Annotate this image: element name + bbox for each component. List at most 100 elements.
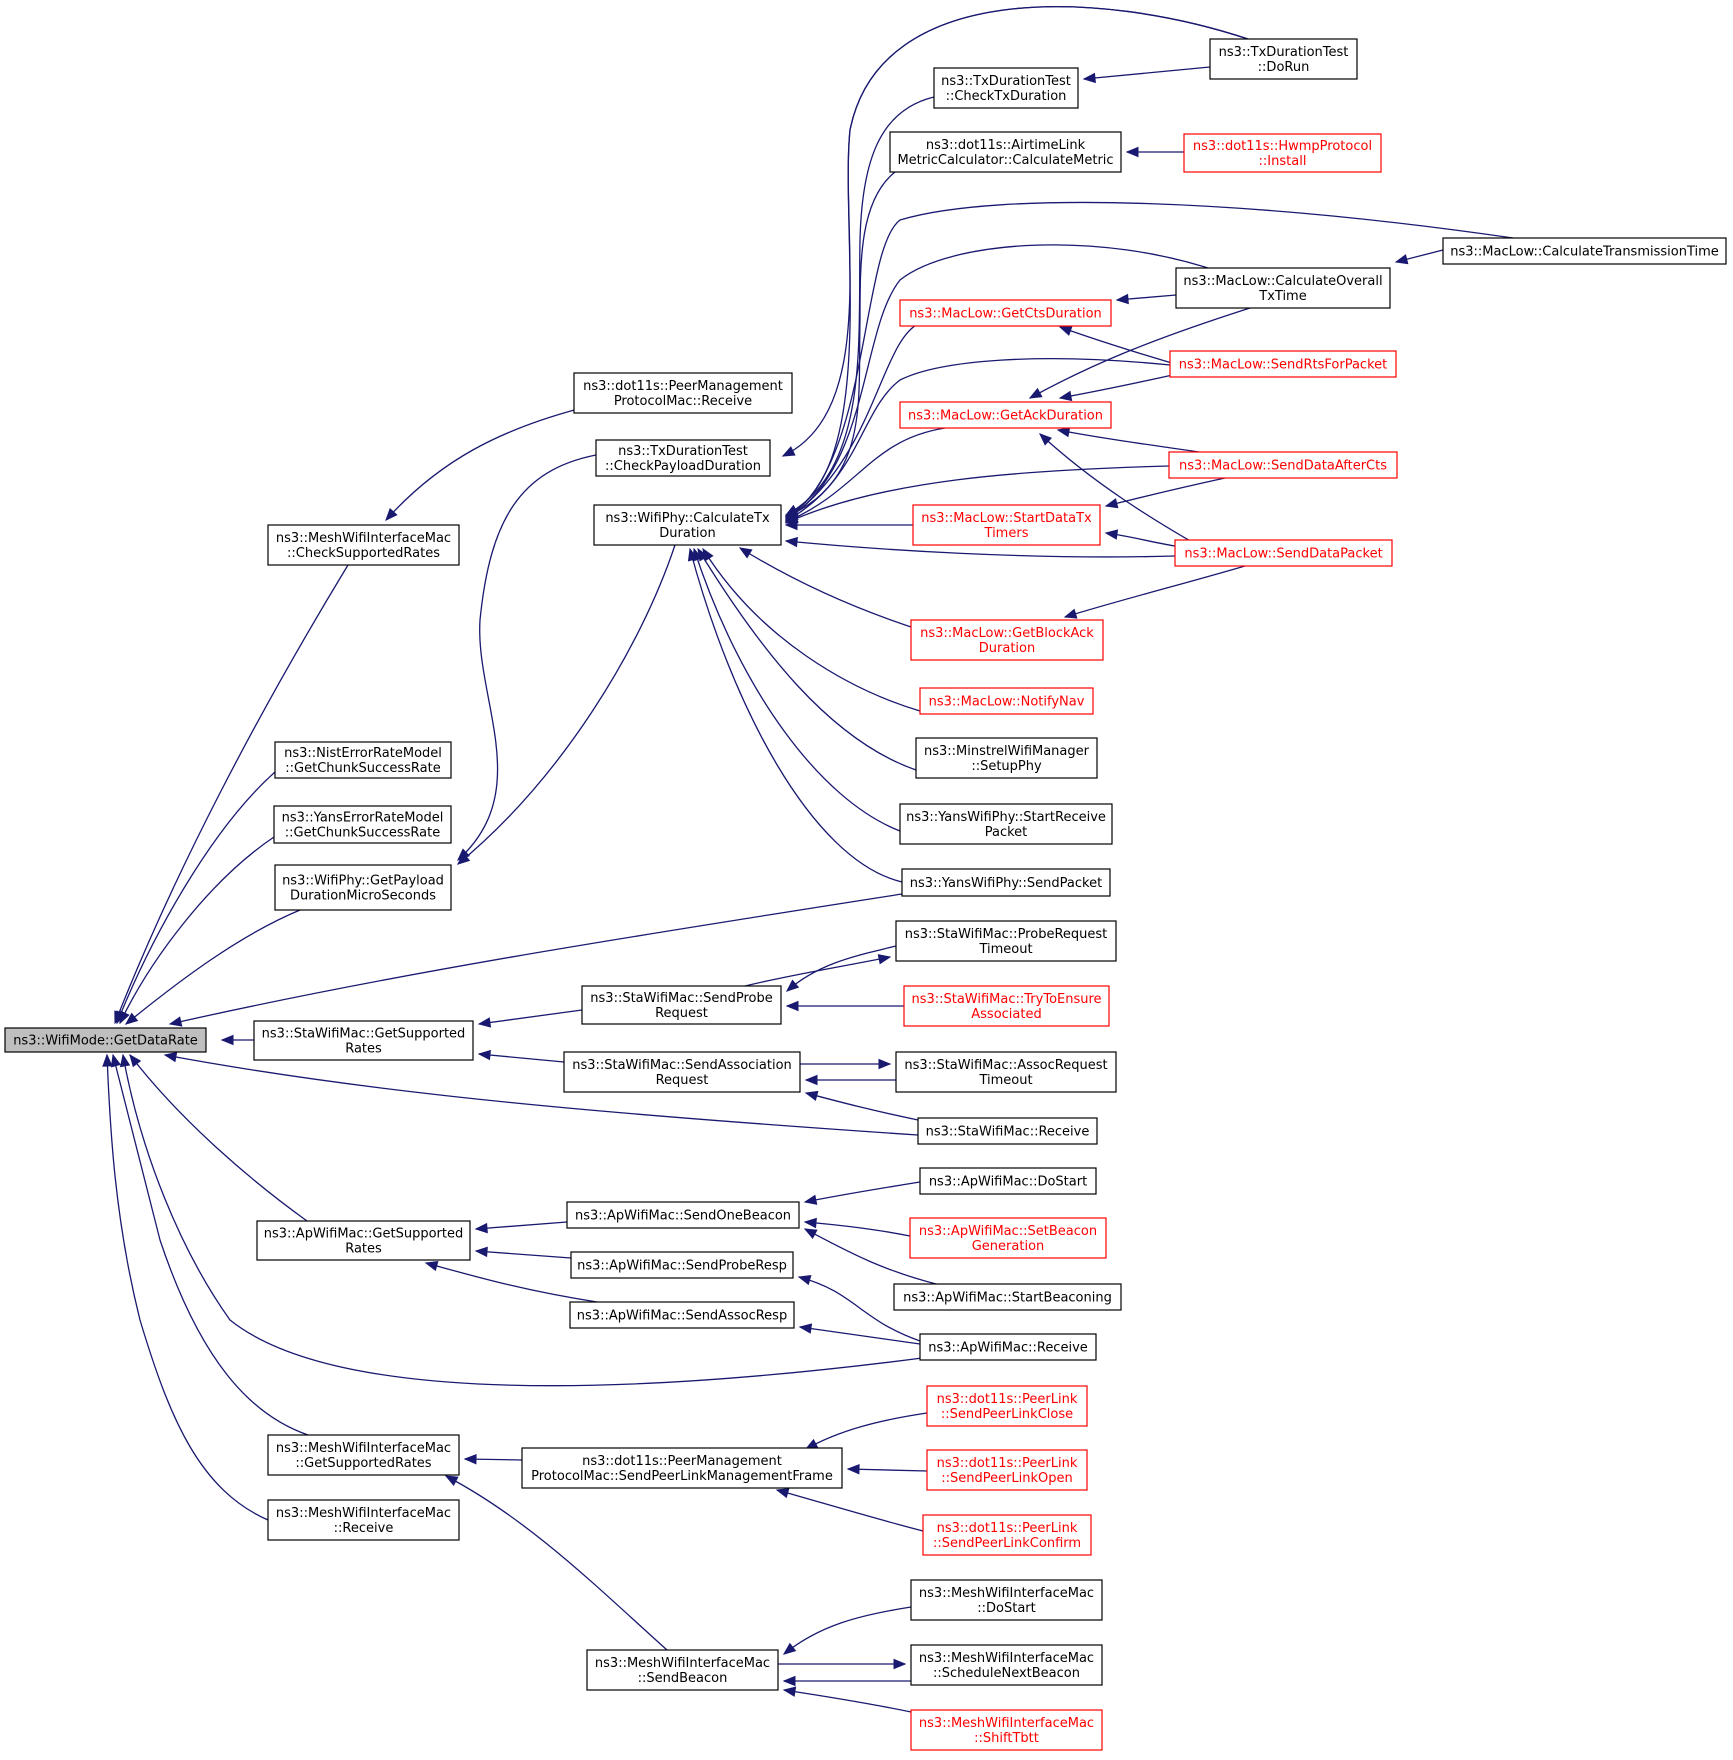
node-check_payload[interactable]: ns3::TxDurationTest::CheckPayloadDuratio…	[595, 439, 771, 477]
edge-mesh_recv-to-root	[102, 1053, 269, 1521]
arrowhead-icon	[220, 1034, 234, 1046]
node-label: ns3::StaWifiMac::SendProbe	[590, 991, 772, 1006]
node-yans_err[interactable]: ns3::YansErrorRateModel::GetChunkSuccess…	[273, 805, 452, 844]
node-ap_beacon[interactable]: ns3::ApWifiMac::SendOneBeacon	[566, 1201, 800, 1229]
edge-line	[798, 1276, 921, 1342]
node-ap_recv[interactable]: ns3::ApWifiMac::Receive	[919, 1333, 1097, 1361]
node-pm_send[interactable]: ns3::dot11s::PeerManagementProtocolMac::…	[521, 1447, 843, 1489]
node-tx_dorun[interactable]: ns3::TxDurationTest::DoRun	[1209, 38, 1358, 80]
node-send_data[interactable]: ns3::MacLow::SendDataPacket	[1174, 539, 1393, 567]
node-mesh_dostart[interactable]: ns3::MeshWifiInterfaceMac::DoStart	[910, 1579, 1103, 1621]
node-pl_close[interactable]: ns3::dot11s::PeerLink::SendPeerLinkClose	[926, 1385, 1088, 1427]
node-send_after_cts[interactable]: ns3::MacLow::SendDataAfterCts	[1168, 451, 1398, 479]
node-send_rts[interactable]: ns3::MacLow::SendRtsForPacket	[1169, 350, 1397, 378]
node-mesh_recv[interactable]: ns3::MeshWifiInterfaceMac::Receive	[267, 1499, 460, 1541]
node-ap_dostart[interactable]: ns3::ApWifiMac::DoStart	[919, 1167, 1097, 1195]
edge-hwmp-to-airtime	[1125, 146, 1184, 158]
node-box	[521, 1447, 843, 1489]
arrowhead-icon	[1115, 293, 1129, 305]
arrowhead-icon	[785, 979, 800, 992]
edge-line	[785, 322, 921, 521]
edge-sta_gsr-to-root	[220, 1034, 254, 1046]
arrowhead-icon	[385, 507, 398, 521]
edge-line	[457, 454, 597, 861]
node-sta_gsr[interactable]: ns3::StaWifiMac::GetSupportedRates	[253, 1020, 474, 1061]
edge-sta_recv-to-root	[163, 1051, 919, 1136]
node-pl_open[interactable]: ns3::dot11s::PeerLink::SendPeerLinkOpen	[926, 1449, 1088, 1491]
edge-mesh_gsr-to-root	[110, 1053, 309, 1436]
node-nist[interactable]: ns3::NistErrorRateModel::GetChunkSuccess…	[274, 741, 452, 779]
node-cts_dur[interactable]: ns3::MacLow::GetCtsDuration	[899, 299, 1112, 327]
edge-line	[785, 171, 896, 518]
edge-sta_probe-to-sta_gsr	[477, 1009, 583, 1028]
node-label: ns3::ApWifiMac::GetSupported	[264, 1227, 463, 1242]
edge-calc_overall-to-ack_dur	[1028, 307, 1251, 399]
edge-send_after_cts-to-ack_dur	[1056, 426, 1221, 456]
node-sta_recv[interactable]: ns3::StaWifiMac::Receive	[917, 1117, 1098, 1145]
node-label: ::SendPeerLinkOpen	[941, 1471, 1073, 1486]
node-label: ns3::ApWifiMac::SendProbeResp	[577, 1259, 787, 1274]
arrowhead-icon	[784, 536, 798, 548]
node-hwmp[interactable]: ns3::dot11s::HwmpProtocol::Install	[1183, 133, 1382, 173]
node-pm_recv[interactable]: ns3::dot11s::PeerManagementProtocolMac::…	[573, 372, 793, 414]
node-check_tx[interactable]: ns3::TxDurationTest::CheckTxDuration	[933, 67, 1079, 109]
arrowhead-icon	[775, 1488, 790, 1499]
node-root[interactable]: ns3::WifiMode::GetDataRate	[4, 1027, 207, 1053]
node-label: ns3::MeshWifiInterfaceMac	[276, 1506, 451, 1521]
node-ack_dur[interactable]: ns3::MacLow::GetAckDuration	[899, 401, 1112, 429]
edge-line	[783, 1606, 912, 1655]
edge-line	[475, 1250, 572, 1259]
edge-line	[804, 1221, 911, 1237]
edge-line	[1083, 66, 1211, 80]
edge-pl_open-to-pm_send	[846, 1464, 928, 1475]
node-box	[915, 737, 1098, 779]
node-ap_proberesp[interactable]: ns3::ApWifiMac::SendProbeResp	[570, 1251, 794, 1279]
edge-line	[125, 909, 301, 1025]
node-mesh_gsr[interactable]: ns3::MeshWifiInterfaceMac::GetSupportedR…	[267, 1434, 460, 1476]
node-label: ns3::MeshWifiInterfaceMac	[919, 1716, 1094, 1731]
node-pl_confirm[interactable]: ns3::dot11s::PeerLink::SendPeerLinkConfi…	[922, 1514, 1092, 1556]
node-label: ns3::ApWifiMac::SetBeacon	[919, 1224, 1097, 1239]
node-payload[interactable]: ns3::WifiPhy::GetPayloadDurationMicroSec…	[274, 864, 452, 911]
node-box	[899, 299, 1112, 327]
node-yans_send[interactable]: ns3::YansWifiPhy::SendPacket	[901, 868, 1111, 897]
node-ap_startbeacon[interactable]: ns3::ApWifiMac::StartBeaconing	[893, 1283, 1122, 1311]
node-mesh_csr[interactable]: ns3::MeshWifiInterfaceMac::CheckSupporte…	[267, 524, 460, 566]
node-box	[901, 868, 1111, 897]
node-box	[273, 805, 452, 844]
edge-ap_setbeacon-to-ap_beacon	[803, 1217, 911, 1237]
arrowhead-icon	[893, 1658, 907, 1670]
node-label: Generation	[972, 1239, 1045, 1254]
node-mesh_beacon[interactable]: ns3::MeshWifiInterfaceMac::SendBeacon	[586, 1649, 779, 1691]
arrowhead-icon	[168, 1016, 183, 1027]
node-ap_assocresp[interactable]: ns3::ApWifiMac::SendAssocResp	[569, 1301, 795, 1329]
node-label: Request	[655, 1006, 708, 1021]
node-notify_nav[interactable]: ns3::MacLow::NotifyNav	[919, 687, 1094, 715]
node-label: ns3::MacLow::SendRtsForPacket	[1179, 358, 1388, 373]
node-mesh_shift[interactable]: ns3::MeshWifiInterfaceMac::ShiftTbtt	[910, 1709, 1103, 1751]
node-label: ns3::NistErrorRateModel	[284, 746, 442, 761]
edge-ap_proberesp-to-ap_gsr	[474, 1246, 572, 1259]
node-airtime[interactable]: ns3::dot11s::AirtimeLinkMetricCalculator…	[889, 131, 1122, 173]
arrowhead-icon	[456, 852, 471, 865]
edge-ap_assocresp-to-ap_gsr	[424, 1260, 598, 1303]
node-label: ::GetSupportedRates	[295, 1456, 431, 1471]
edge-sta_assoc_to-to-sta_assoc	[804, 1074, 896, 1086]
node-minstrel[interactable]: ns3::MinstrelWifiManager::SetupPhy	[915, 737, 1098, 779]
node-label: ns3::WifiPhy::GetPayload	[282, 874, 444, 889]
node-mesh_sched[interactable]: ns3::MeshWifiInterfaceMac::ScheduleNextB…	[910, 1644, 1103, 1686]
edge-line	[702, 548, 921, 712]
node-calc_trans[interactable]: ns3::MacLow::CalculateTransmissionTime	[1442, 237, 1727, 265]
node-ap_gsr[interactable]: ns3::ApWifiMac::GetSupportedRates	[256, 1220, 471, 1261]
